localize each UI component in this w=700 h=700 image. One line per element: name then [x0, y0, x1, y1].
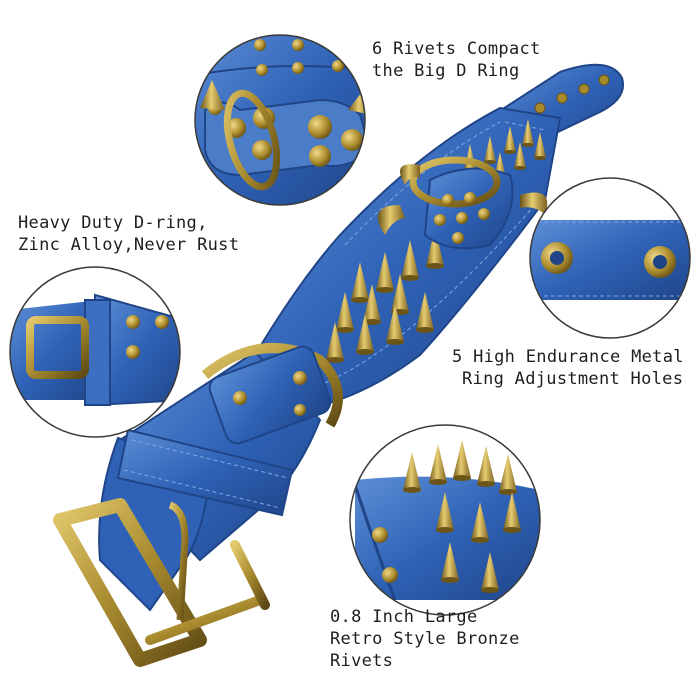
strap-holes	[534, 74, 610, 114]
caption-line: Zinc Alloy,Never Rust	[18, 235, 240, 255]
detail-circle-holes	[529, 177, 691, 339]
caption-line: 0.8 Inch Large	[330, 607, 478, 627]
collar-d-ring-plate	[377, 156, 548, 250]
main-buckle	[53, 498, 270, 667]
caption-line: Rivets	[330, 651, 394, 671]
caption-d-ring: Heavy Duty D-ring, Zinc Alloy,Never Rust	[18, 212, 239, 256]
caption-line: 5 High Endurance Metal	[452, 347, 684, 367]
caption-line: 6 Rivets Compact	[372, 39, 541, 59]
caption-line: Retro Style Bronze	[330, 629, 520, 649]
caption-line: Ring Adjustment Holes	[462, 369, 684, 389]
keeper-loop	[116, 428, 294, 517]
detail-circle-rivets	[194, 34, 366, 206]
caption-line: Heavy Duty D-ring,	[18, 213, 208, 233]
lower-d-ring	[201, 343, 343, 445]
caption-spikes: 0.8 Inch Large Retro Style Bronze Rivets	[330, 606, 520, 672]
caption-adjust-holes: 5 High Endurance Metal Ring Adjustment H…	[452, 346, 684, 390]
caption-rivets-d-ring: 6 Rivets Compact the Big D Ring	[372, 38, 541, 82]
detail-circle-d-ring	[9, 266, 181, 438]
detail-circle-spikes	[349, 424, 541, 616]
caption-line: the Big D Ring	[372, 61, 520, 81]
